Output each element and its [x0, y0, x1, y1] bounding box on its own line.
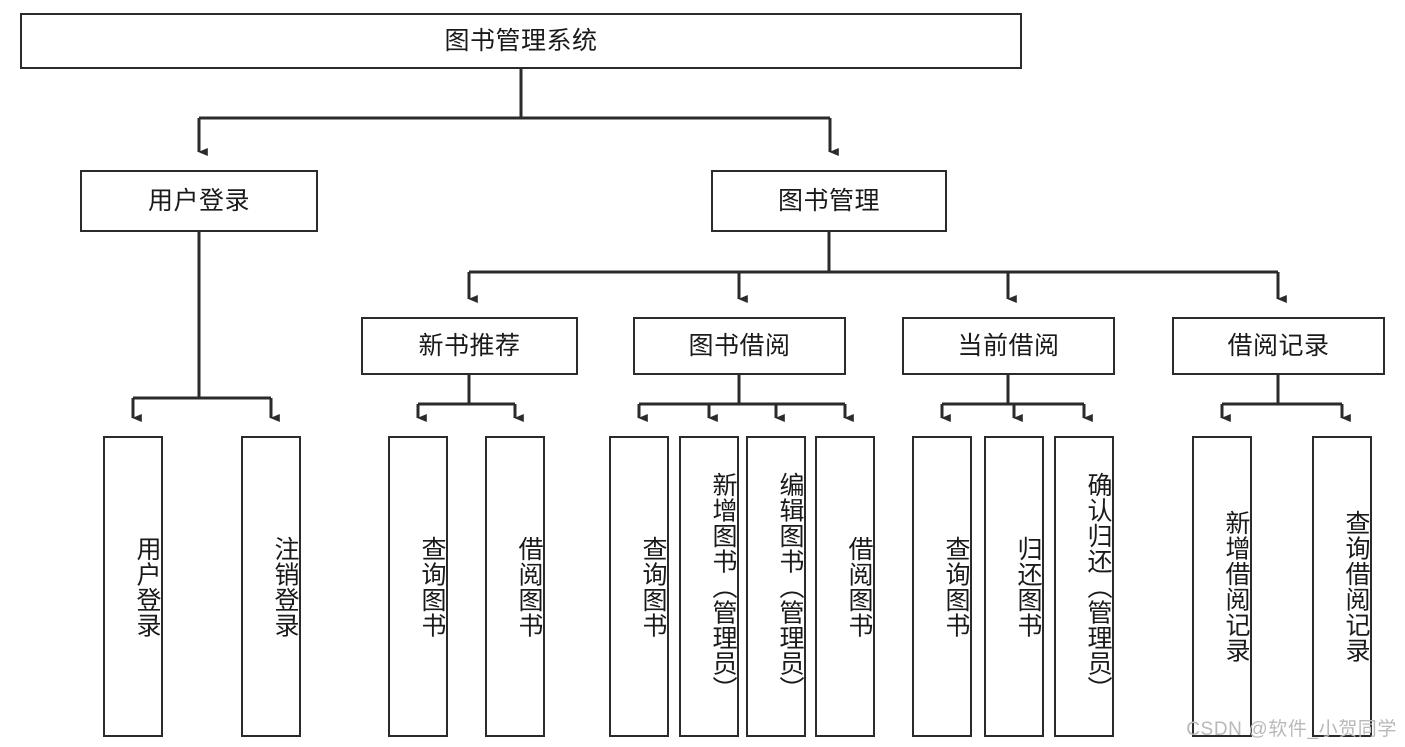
leaf-edit-book-admin-label: 编辑图书（管理员） — [776, 471, 804, 702]
leaf-edit-book-admin[interactable]: 编辑图书（管理员） — [746, 436, 806, 737]
leaf-query-borrow-record[interactable]: 查询借阅记录 — [1312, 436, 1372, 737]
watermark-text: CSDN @软件_小贺同学 — [1186, 719, 1397, 740]
node-borrow-records[interactable]: 借阅记录 — [1172, 317, 1385, 375]
leaf-query-books-recommend-label: 查询图书 — [418, 535, 446, 638]
leaf-logout-label: 注销登录 — [271, 535, 299, 638]
leaf-borrow-books-borrowing[interactable]: 借阅图书 — [815, 436, 875, 737]
leaf-return-books[interactable]: 归还图书 — [984, 436, 1044, 737]
node-book-borrowing[interactable]: 图书借阅 — [633, 317, 846, 375]
leaf-query-books-borrowing-label: 查询图书 — [639, 535, 667, 638]
node-root[interactable]: 图书管理系统 — [20, 13, 1022, 69]
leaf-add-borrow-record[interactable]: 新增借阅记录 — [1192, 436, 1252, 737]
node-book-borrowing-label: 图书借阅 — [688, 331, 791, 360]
leaf-confirm-return-admin[interactable]: 确认归还（管理员） — [1054, 436, 1114, 737]
leaf-query-books-current[interactable]: 查询图书 — [912, 436, 972, 737]
leaf-query-books-borrowing[interactable]: 查询图书 — [609, 436, 669, 737]
node-book-management-label: 图书管理 — [777, 186, 880, 215]
leaf-return-books-label: 归还图书 — [1014, 535, 1042, 638]
node-user-login-label: 用户登录 — [147, 186, 250, 215]
leaf-confirm-return-admin-label: 确认归还（管理员） — [1084, 471, 1112, 702]
node-borrow-records-label: 借阅记录 — [1227, 331, 1330, 360]
leaf-logout[interactable]: 注销登录 — [241, 436, 301, 737]
leaf-user-login-label: 用户登录 — [133, 535, 161, 638]
node-root-label: 图书管理系统 — [444, 26, 598, 55]
node-user-login[interactable]: 用户登录 — [80, 170, 318, 232]
leaf-borrow-books-borrowing-label: 借阅图书 — [845, 535, 873, 638]
leaf-add-borrow-record-label: 新增借阅记录 — [1222, 510, 1250, 663]
node-new-book-recommendation-label: 新书推荐 — [418, 331, 521, 360]
leaf-borrow-books-recommend[interactable]: 借阅图书 — [485, 436, 545, 737]
leaf-query-books-current-label: 查询图书 — [942, 535, 970, 638]
leaf-query-borrow-record-label: 查询借阅记录 — [1342, 510, 1370, 663]
node-new-book-recommendation[interactable]: 新书推荐 — [361, 317, 578, 375]
node-current-borrowing-label: 当前借阅 — [957, 331, 1060, 360]
leaf-add-book-admin[interactable]: 新增图书（管理员） — [679, 436, 739, 737]
leaf-borrow-books-recommend-label: 借阅图书 — [515, 535, 543, 638]
node-book-management[interactable]: 图书管理 — [711, 170, 947, 232]
leaf-query-books-recommend[interactable]: 查询图书 — [388, 436, 448, 737]
node-current-borrowing[interactable]: 当前借阅 — [902, 317, 1115, 375]
leaf-add-book-admin-label: 新增图书（管理员） — [709, 471, 737, 702]
leaf-user-login[interactable]: 用户登录 — [103, 436, 163, 737]
